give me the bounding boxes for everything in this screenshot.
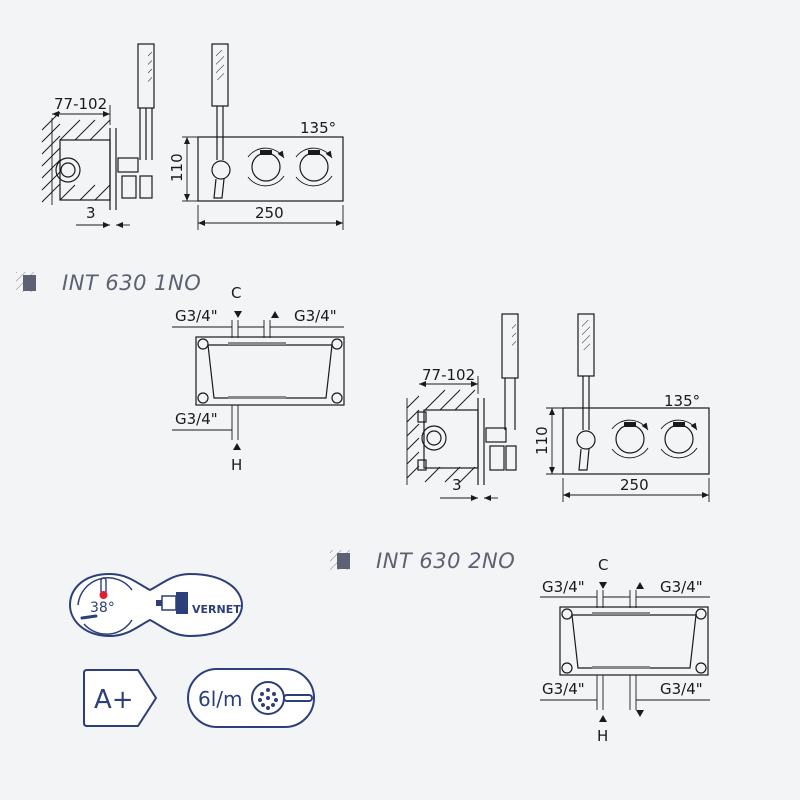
model-name-1: INT 630 1NO xyxy=(62,271,201,295)
flow-rate-badge: 6l/m xyxy=(187,668,315,728)
valve-cartridge-icon xyxy=(156,592,188,614)
plan-1-top-left: G3/4" xyxy=(175,307,218,325)
width-dimension-2: 250 xyxy=(620,476,649,494)
front-view-1: 135° 110 250 xyxy=(168,43,344,230)
model-label-1: INT 630 1NO xyxy=(16,271,201,295)
energy-class-badge: A+ xyxy=(83,669,158,727)
width-dimension: 250 xyxy=(255,204,284,222)
plan-1-c-label: C xyxy=(231,284,241,302)
brand-label: VERNET xyxy=(192,603,241,616)
lever-icon xyxy=(80,614,98,620)
plan-2-c-label: C xyxy=(598,556,608,574)
wall-hatch xyxy=(41,111,111,205)
front-view-2: 135° 110 250 xyxy=(533,313,710,502)
plan-1-bottom-left: G3/4" xyxy=(175,410,218,428)
height-dimension: 110 xyxy=(168,153,186,182)
plan-2-h-label: H xyxy=(597,727,608,745)
thermostat-badge: 38° VERNET xyxy=(68,572,244,638)
height-dimension-2: 110 xyxy=(533,426,551,455)
shower-head-icon xyxy=(251,681,313,715)
model-label-2: INT 630 2NO xyxy=(330,549,515,573)
depth-dimension-2: 77-102 xyxy=(422,366,475,384)
flow-rate-value: 6l/m xyxy=(198,687,243,711)
angle-dimension-2: 135° xyxy=(664,392,700,410)
depth-dimension: 77-102 xyxy=(54,95,107,113)
side-view-1: 77-102 3 xyxy=(41,43,155,228)
side-view-2: 77-102 3 xyxy=(406,313,519,501)
offset-dimension: 3 xyxy=(86,204,96,222)
plan-1-top-right: G3/4" xyxy=(294,307,337,325)
plan-2-bottom-right: G3/4" xyxy=(660,680,703,698)
energy-class-value: A+ xyxy=(94,685,134,715)
plan-view-1: C G3/4" G3/4" G3/4" H xyxy=(172,284,345,474)
plan-1-h-label: H xyxy=(231,456,242,474)
plan-view-2: C G3/4" G3/4" G3/4" G3/4" H xyxy=(540,556,710,745)
offset-dimension-2: 3 xyxy=(452,476,462,494)
angle-dimension: 135° xyxy=(300,119,336,137)
plan-2-bottom-left: G3/4" xyxy=(542,680,585,698)
plan-2-top-left: G3/4" xyxy=(542,578,585,596)
model-name-2: INT 630 2NO xyxy=(376,549,515,573)
plan-2-top-right: G3/4" xyxy=(660,578,703,596)
temperature-value: 38° xyxy=(90,600,115,616)
